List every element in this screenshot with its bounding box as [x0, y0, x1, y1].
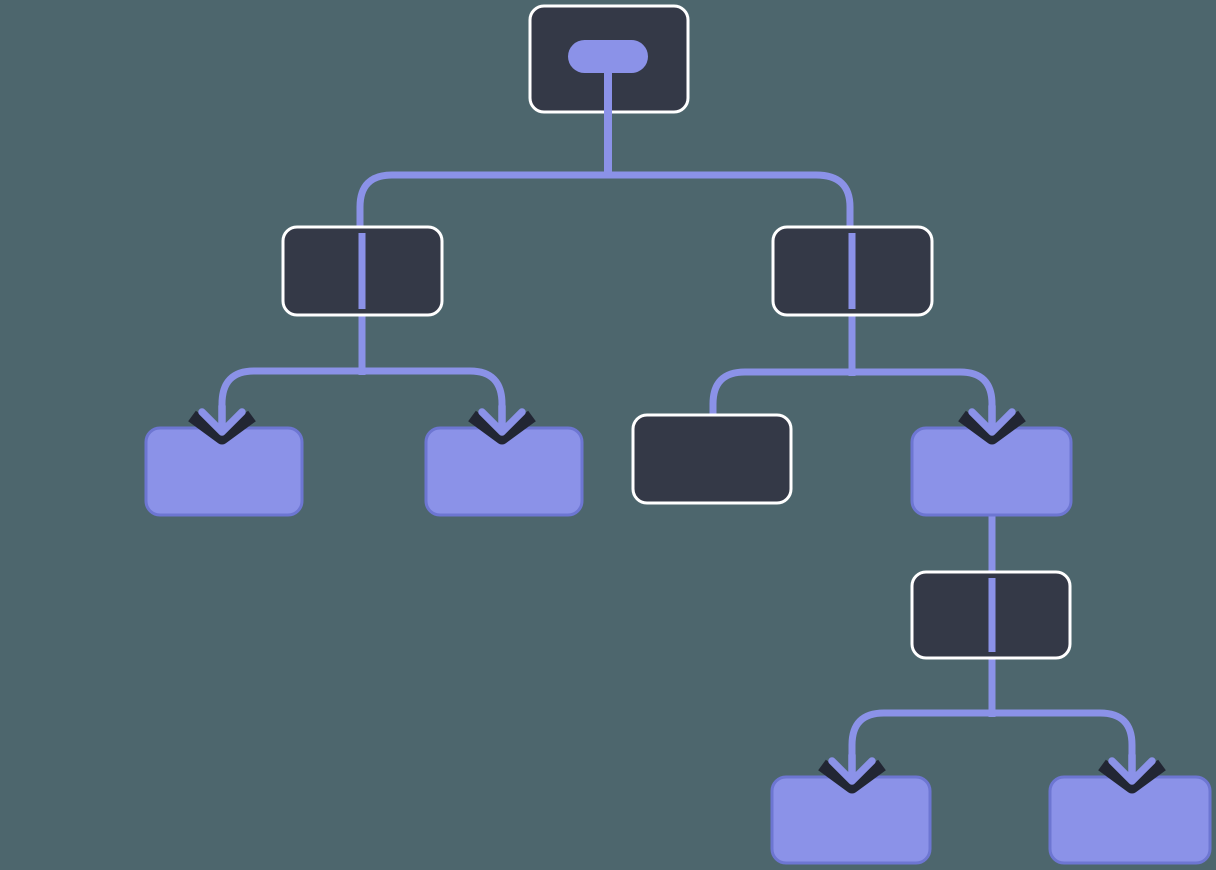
- arrow-down-shadow-leaf-3: [958, 410, 1026, 445]
- arrow-down-icon-leaf-3: [968, 402, 1016, 436]
- tree-node-mid-dark[interactable]: [631, 413, 793, 505]
- arrow-down-shadow-leaf-4: [818, 759, 886, 794]
- arrow-down-icon-leaf-4: [828, 751, 876, 785]
- edge-branchbottom-to-leaves: [848, 656, 1136, 766]
- edge-branchleft-to-leaves: [218, 310, 506, 412]
- arrow-down-icon-leaf-2: [478, 402, 526, 436]
- root-pill-icon: [568, 40, 648, 73]
- arrow-down-shadow-leaf-5: [1098, 759, 1166, 794]
- edge-branchright-to-children: [709, 310, 996, 419]
- arrow-down-icon-leaf-1: [198, 402, 246, 436]
- arrow-down-icon-leaf-5: [1108, 751, 1156, 785]
- edge-root-to-branches: [356, 171, 854, 228]
- arrow-down-shadow-leaf-2: [468, 410, 536, 445]
- arrow-down-shadow-leaf-1: [188, 410, 256, 445]
